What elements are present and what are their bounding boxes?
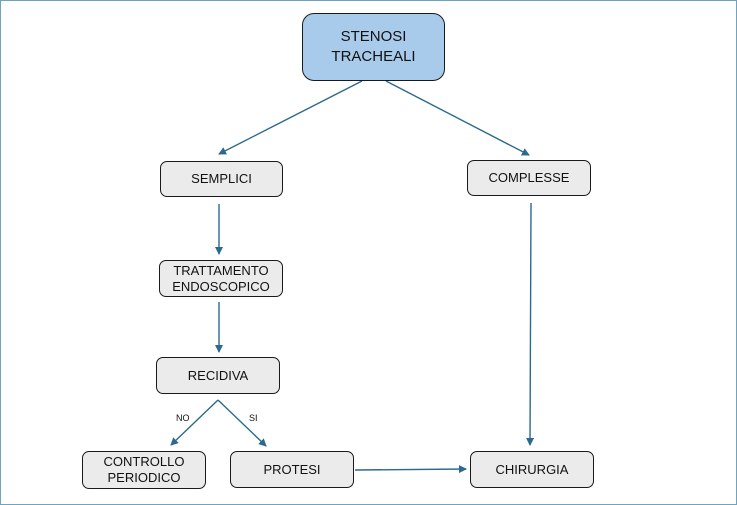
node-trattamento-endoscopico-label: TRATTAMENTO ENDOSCOPICO — [172, 262, 270, 294]
node-chirurgia-label: CHIRURGIA — [495, 461, 569, 477]
edge-recidiva-controllo — [170, 399, 219, 446]
node-recidiva-label: RECIDIVA — [187, 367, 249, 383]
node-semplici-label: SEMPLICI — [191, 171, 252, 186]
edge-root-semplici — [218, 80, 363, 155]
node-semplici: SEMPLICI — [160, 161, 283, 197]
node-protesi: PROTESI — [230, 451, 354, 488]
edge-complesse-chirurgia — [526, 202, 535, 446]
node-stenosi-tracheali-label: STENOSI TRACHEALI — [331, 28, 416, 65]
edge-label-si: SI — [249, 413, 258, 423]
node-controllo-periodico-label: CONTROLLO PERIODICO — [103, 454, 185, 485]
node-protesi-label: PROTESI — [263, 461, 321, 477]
node-complesse-label: COMPLESSE — [488, 170, 570, 185]
edge-recidiva-protesi — [217, 399, 267, 447]
edge-label-no: NO — [176, 413, 190, 423]
edge-root-complesse — [385, 80, 530, 156]
node-recidiva: RECIDIVA — [156, 357, 280, 394]
node-controllo-periodico: CONTROLLO PERIODICO — [82, 451, 206, 489]
node-chirurgia: CHIRURGIA — [470, 451, 594, 488]
node-stenosi-tracheali: STENOSI TRACHEALI — [302, 13, 445, 81]
node-trattamento-endoscopico: TRATTAMENTO ENDOSCOPICO — [159, 260, 283, 297]
node-complesse: COMPLESSE — [467, 160, 591, 196]
edge-protesi-chirurgia — [354, 465, 467, 474]
